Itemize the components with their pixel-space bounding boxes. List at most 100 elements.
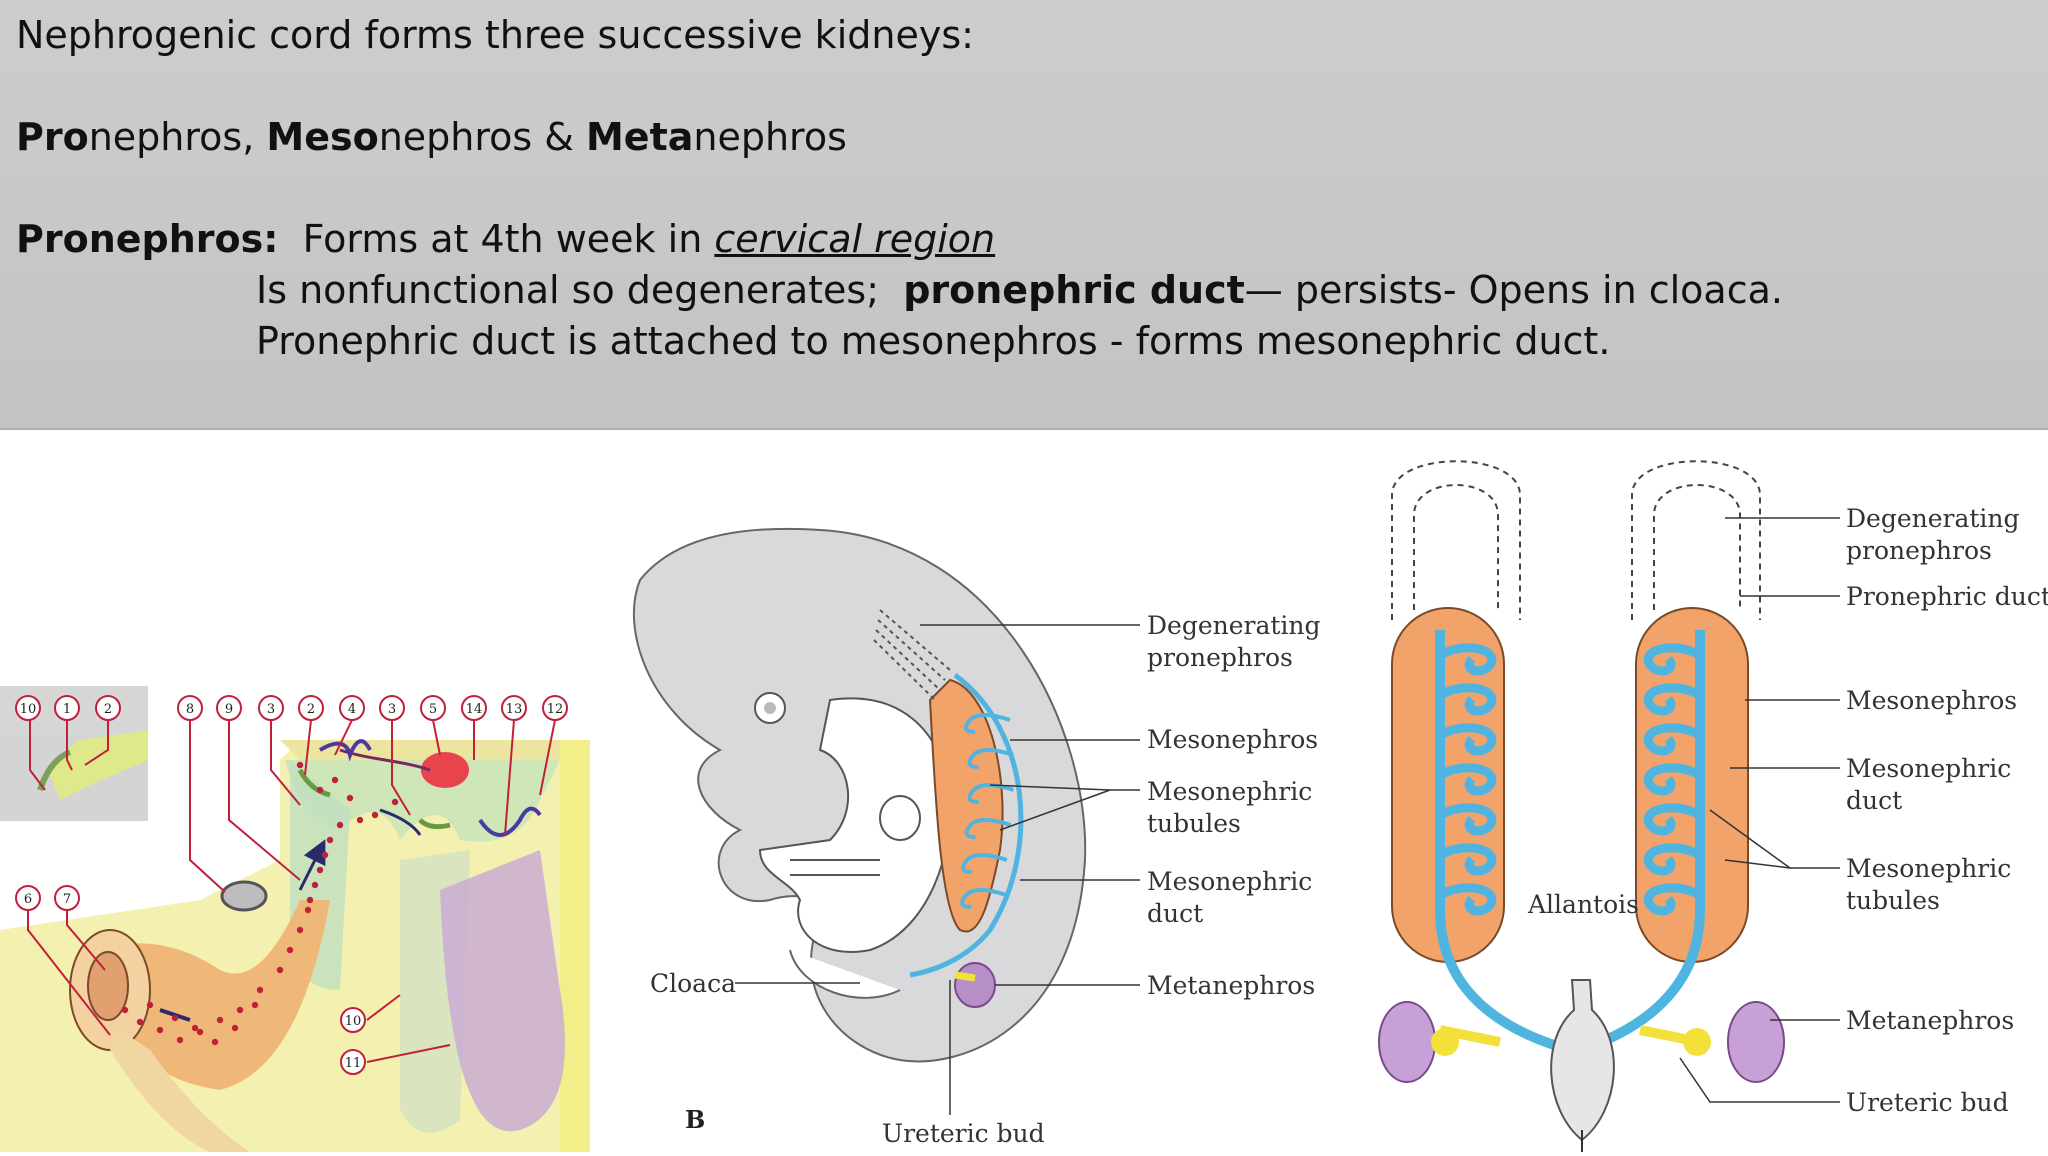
red-dot [391,798,399,806]
red-dot [231,1024,239,1032]
svg-text:10: 10 [20,702,37,717]
number-marker: 4 [339,695,365,721]
tubule-left [1437,803,1497,836]
right-label-tub1: Mesonephric [1846,854,2011,883]
duct-mid [909,672,1024,978]
red-dot [311,881,319,889]
number-marker: 2 [298,695,324,721]
svg-text:14: 14 [466,702,483,717]
svg-text:10: 10 [345,1014,362,1029]
svg-text:2: 2 [307,702,315,717]
svg-text:6: 6 [24,892,32,907]
number-marker: 13 [501,695,527,721]
svg-text:13: 13 [506,702,523,717]
right-label-tub2: tubules [1846,886,1940,915]
tubule-left [1437,643,1497,676]
red-dot [336,821,344,829]
number-marker: 7 [54,885,80,911]
metanephros-right [1727,1001,1785,1083]
right-label-ureteric: Ureteric bud [1846,1088,2009,1117]
tubule-right [1643,803,1703,836]
svg-text:1: 1 [63,702,71,717]
red-dot [216,1016,224,1024]
metanephros-mid [954,962,996,1008]
right-label-allantois: Allantois [1527,890,1639,919]
intro-line: Nephrogenic cord forms three successive … [16,13,974,57]
red-dot [326,836,334,844]
red-dot [136,1018,144,1026]
mesonephric-tubule [961,853,1008,874]
right-label-degen1: Degenerating [1846,504,2020,533]
number-marker: 10 [340,1007,366,1033]
pronephros-line: Pronephros: Forms at 4th week in cervica… [16,217,996,261]
attached-line: Pronephric duct is attached to mesonephr… [256,319,1611,363]
right-figure: Degenerating pronephros Pronephric duct … [1378,460,2048,1152]
number-marker: 2 [95,695,121,721]
mid-label-duct1: Mesonephric [1147,867,1312,896]
mid-label-degen1: Degenerating [1147,611,1321,640]
mid-label-ureteric: Ureteric bud [882,1119,1045,1148]
tubule-left [1437,723,1497,756]
number-marker: 11 [340,1049,366,1075]
right-label-mesonephros: Mesonephros [1846,686,2017,715]
number-marker: 10 [15,695,41,721]
red-dot [121,1006,129,1014]
tubule-right [1643,723,1703,756]
red-dot [356,816,364,824]
number-marker: 3 [379,695,405,721]
red-dot [316,866,324,874]
red-dot [276,966,284,974]
number-marker: 1 [54,695,80,721]
mesonephric-tubule [960,888,1007,909]
mid-label-tub2: tubules [1147,809,1241,838]
red-dots-group [121,761,399,1046]
red-dot [331,776,339,784]
tubule-right [1643,843,1703,876]
red-dot [251,1001,259,1009]
tubule-left [1437,883,1497,916]
gray-ring [220,880,268,912]
number-marker: 9 [216,695,242,721]
red-dot [171,1014,179,1022]
svg-text:2: 2 [104,702,112,717]
mid-label-mesonephros: Mesonephros [1147,725,1318,754]
red-dot [296,926,304,934]
svg-text:11: 11 [345,1056,362,1071]
duct-left [1435,630,1572,1055]
red-dot [146,1001,154,1009]
red-dot [346,794,354,802]
number-marker: 5 [420,695,446,721]
red-dot [286,946,294,954]
red-glomerulus [421,752,469,788]
middle-figure: Degenerating pronephros Mesonephros Meso… [632,527,1321,1148]
degenerates-line: Is nonfunctional so degenerates; proneph… [256,268,1783,312]
svg-text:5: 5 [429,702,437,717]
tubule-right [1643,763,1703,796]
text-panel: Nephrogenic cord forms three successive … [0,0,2048,430]
red-dot [371,811,379,819]
number-marker: 14 [461,695,487,721]
red-dot [304,906,312,914]
tubule-left [1437,843,1497,876]
svg-text:12: 12 [547,702,564,717]
number-marker: 8 [177,695,203,721]
red-dot [156,1026,164,1034]
right-label-pro-duct: Pronephric duct [1846,582,2048,611]
svg-text:3: 3 [388,702,396,717]
mesonephric-tubule [964,713,1011,734]
red-dot [296,761,304,769]
mid-label-duct2: duct [1147,899,1203,928]
kidney-types-line: Pronephros, Mesonephros & Metanephros [16,115,847,159]
mesonephric-tubule [967,748,1015,769]
mid-label-metanephros: Metanephros [1147,971,1315,1000]
tubule-left [1437,763,1497,796]
tubule-right [1643,643,1703,676]
metanephros-left [1378,1001,1436,1083]
inset-shape [50,730,148,800]
allantois-shape [1550,979,1615,1142]
purple-region [440,850,565,1132]
red-dot [236,1006,244,1014]
red-dot [196,1028,204,1036]
